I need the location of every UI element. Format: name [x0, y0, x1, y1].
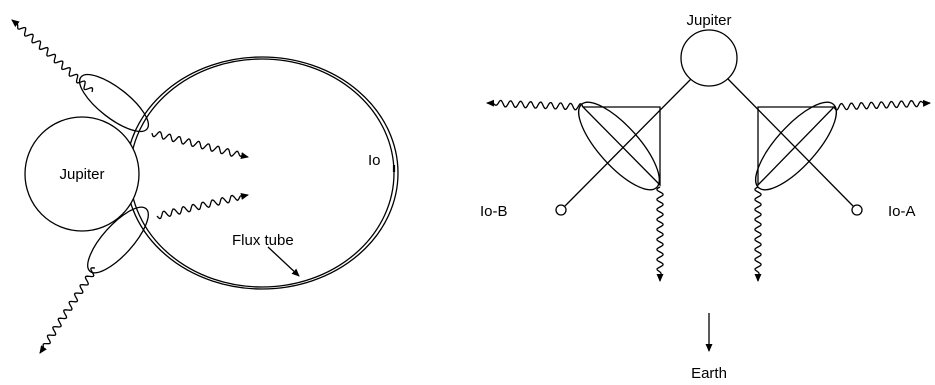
line-jupiter-io-a [727, 78, 854, 207]
wave-right-down [754, 186, 762, 282]
jupiter-label-right: Jupiter [686, 12, 731, 29]
wave-south-inward [156, 193, 249, 220]
jupiter-disk-left [24, 116, 140, 232]
wave-right-horizontal [833, 99, 931, 111]
emission-cone-north [78, 73, 150, 133]
jupiter-label-left: Jupiter [59, 166, 104, 183]
flux-tube-pointer [267, 246, 300, 277]
wave-north-inward [151, 130, 249, 160]
right-diagram [486, 29, 931, 352]
io-a-label: Io-A [888, 203, 916, 220]
left-emission-waves [11, 19, 249, 354]
cone-triangle-left [581, 106, 661, 187]
io-b-circle [555, 204, 567, 216]
io-label: Io [368, 152, 381, 169]
right-emission-waves [486, 99, 931, 282]
wave-left-down [656, 186, 664, 282]
flux-tube-outer [125, 56, 399, 290]
cone-ellipse-right [755, 101, 837, 191]
wave-north-outward [11, 19, 94, 93]
emission-cone-south [87, 206, 149, 274]
left-diagram [11, 19, 399, 354]
wave-south-outward [39, 267, 96, 354]
flux-tube-inner [129, 58, 395, 288]
io-b-label: Io-B [480, 203, 508, 220]
wave-left-horizontal [486, 99, 584, 111]
io-a-circle [851, 204, 863, 216]
flux-tube-label: Flux tube [232, 232, 294, 249]
cone-triangle-right [757, 106, 836, 187]
line-jupiter-io-b [564, 78, 692, 207]
earth-label: Earth [691, 365, 727, 382]
jupiter-disk-right [680, 29, 738, 87]
